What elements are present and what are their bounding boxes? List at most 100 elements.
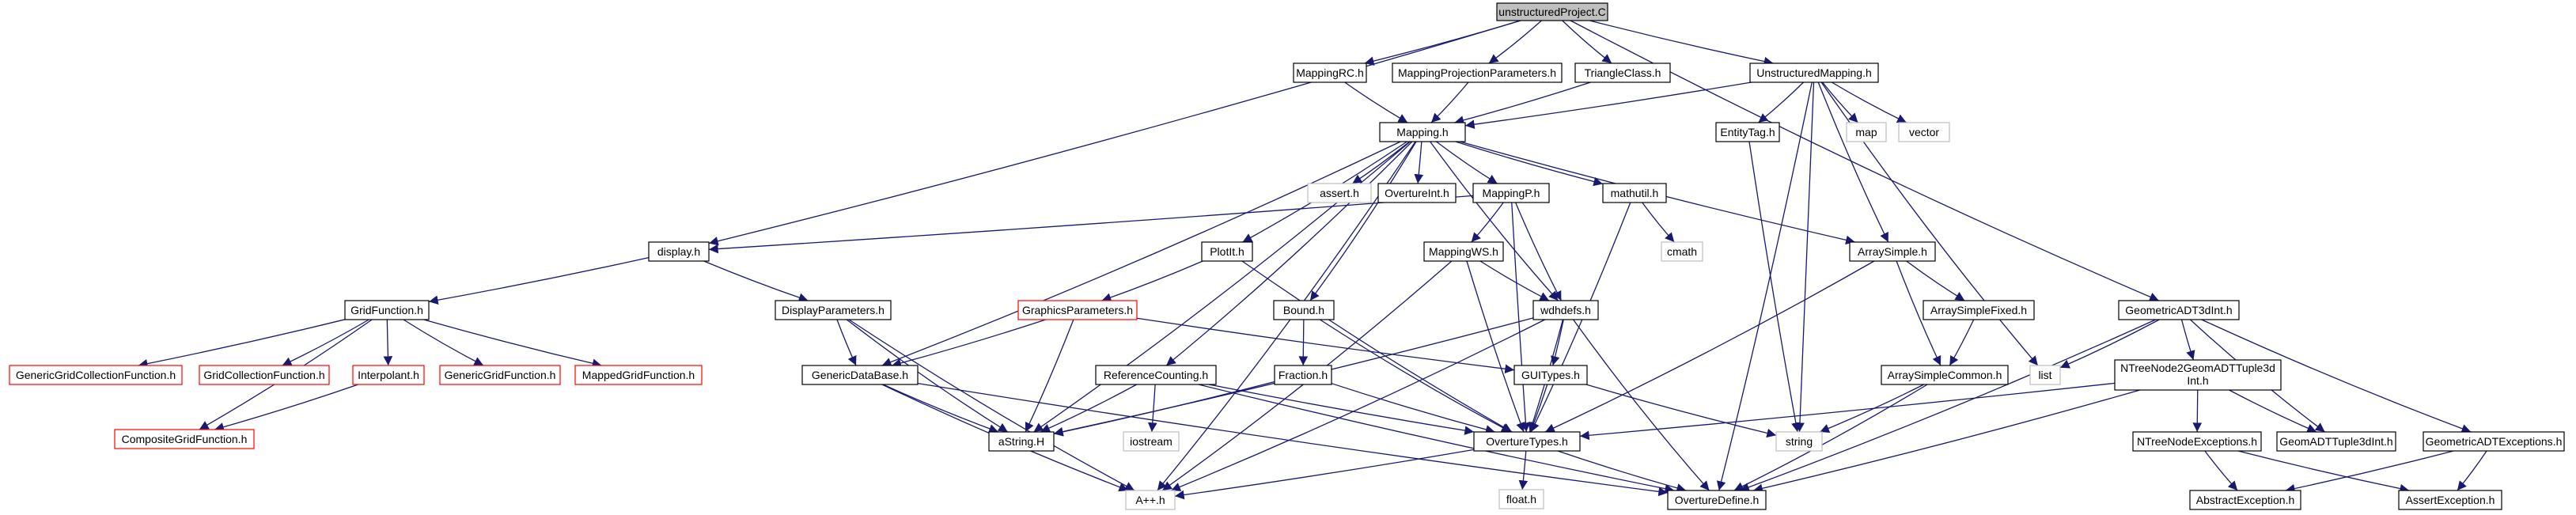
- node-mappingprojectionparameters-h[interactable]: MappingProjectionParameters.h: [1392, 62, 1563, 83]
- node-compositegridfunction-h[interactable]: CompositeGridFunction.h: [114, 429, 255, 449]
- edge-wdhdefs-to-overturedefine: [1573, 319, 1710, 491]
- node-box: [1846, 122, 1887, 142]
- node-displayparameters-h[interactable]: DisplayParameters.h: [775, 300, 892, 320]
- edge-ntn2g-to-ntnexc: [2192, 389, 2203, 433]
- edge-displayparams-to-app: [848, 319, 1135, 491]
- node-label: OvertureInt.h: [1385, 187, 1449, 199]
- node-label: Bound.h: [1283, 304, 1324, 316]
- node-vector[interactable]: vector: [1898, 122, 1950, 142]
- edge-gadt3dint-to-ntn2g: [2180, 319, 2195, 361]
- edge-bound-to-fraction: [1298, 319, 1309, 366]
- node-label: wdhdefs.h: [1540, 304, 1591, 316]
- node-cmath[interactable]: cmath: [1661, 241, 1703, 262]
- node-label: UnstructuredMapping.h: [1756, 66, 1872, 79]
- node-box: [574, 365, 703, 385]
- edge-umap-to-map: [1822, 81, 1858, 123]
- node-mappingp-h[interactable]: MappingP.h: [1472, 183, 1550, 203]
- node-gridcollectionfunction-h[interactable]: GridCollectionFunction.h: [199, 365, 330, 385]
- node-overturetypes-h[interactable]: OvertureTypes.h: [1473, 431, 1581, 452]
- node-genericgridfunction-h[interactable]: GenericGridFunction.h: [439, 365, 561, 385]
- node-overturedefine-h[interactable]: OvertureDefine.h: [1667, 490, 1767, 510]
- node-label: AssertException.h: [2406, 494, 2495, 506]
- edge-root-to-umap: [1589, 20, 1774, 66]
- node-box: [1293, 62, 1367, 83]
- node-float-h[interactable]: float.h: [1498, 489, 1544, 509]
- edge-gadtexc-to-abstractexc: [2285, 450, 2454, 494]
- node-plotit-h[interactable]: PlotIt.h: [1201, 241, 1253, 262]
- node-geometricadtexceptions-h[interactable]: GeometricADTExceptions.h: [2423, 431, 2565, 452]
- node-box: [1307, 183, 1372, 203]
- node-label: EntityTag.h: [1720, 126, 1775, 138]
- node-map[interactable]: map: [1846, 122, 1887, 142]
- node-assert-h[interactable]: assert.h: [1307, 183, 1372, 203]
- node-referencecounting-h[interactable]: ReferenceCounting.h: [1095, 365, 1217, 385]
- node-mapping-h[interactable]: Mapping.h: [1379, 122, 1466, 142]
- edge-graphicsparams-to-guitypes: [1136, 317, 1515, 374]
- node-iostream[interactable]: iostream: [1123, 431, 1180, 452]
- node-arraysimplefixed-h[interactable]: ArraySimpleFixed.h: [1923, 300, 2035, 320]
- node-unstructuredmapping-h[interactable]: UnstructuredMapping.h: [1749, 62, 1879, 83]
- node-fraction-h[interactable]: Fraction.h: [1274, 365, 1332, 385]
- edge-umap-to-overturedefine: [1716, 81, 1813, 491]
- node-box: [1881, 365, 2009, 385]
- node-label: A++.h: [1135, 494, 1165, 506]
- node-genericdatabase-h[interactable]: GenericDataBase.h: [801, 365, 919, 385]
- node-astring-h[interactable]: aString.H: [988, 431, 1055, 452]
- node-string[interactable]: string: [1775, 431, 1823, 452]
- node-gridfunction-h[interactable]: GridFunction.h: [344, 300, 430, 320]
- edge-wdhdefs-to-app: [1171, 319, 1546, 491]
- edge-umap-to-mapping: [1464, 81, 1752, 130]
- edge-mappingp-to-overturetypes: [1511, 202, 1531, 433]
- edge-entitytag-to-string: [1748, 141, 1801, 433]
- edge-arraysimple-to-overturetypes: [1544, 260, 1875, 433]
- node-graphicsparameters-h[interactable]: GraphicsParameters.h: [1017, 300, 1138, 320]
- node-display-h[interactable]: display.h: [648, 241, 710, 262]
- edge-refcount-to-iostream: [1147, 384, 1157, 433]
- node-label: GenericGridFunction.h: [445, 369, 556, 381]
- node-wdhdefs-h[interactable]: wdhdefs.h: [1532, 300, 1599, 320]
- node-genericgridcollectionfunction-h[interactable]: GenericGridCollectionFunction.h: [9, 365, 183, 385]
- node-entitytag-h[interactable]: EntityTag.h: [1715, 122, 1780, 142]
- node-ntreenodeexceptions-h[interactable]: NTreeNodeExceptions.h: [2132, 431, 2262, 452]
- node-mappedgridfunction-h[interactable]: MappedGridFunction.h: [574, 365, 703, 385]
- node-triangleclass-h[interactable]: TriangleClass.h: [1574, 62, 1671, 83]
- node-box: [1775, 431, 1823, 452]
- edge-mappingp-to-display: [708, 195, 1474, 254]
- node-arraysimplecommon-h[interactable]: ArraySimpleCommon.h: [1881, 365, 2009, 385]
- node-a-h[interactable]: A++.h: [1125, 490, 1176, 510]
- edge-mapping-to-gdb: [881, 141, 1401, 367]
- node-mappingrc-h[interactable]: MappingRC.h: [1293, 62, 1367, 83]
- edge-gridfunction-to-ggf: [403, 319, 484, 366]
- node-label: GUITypes.h: [1521, 369, 1580, 381]
- node-overtureint-h[interactable]: OvertureInt.h: [1377, 183, 1457, 203]
- node-label: cmath: [1667, 245, 1697, 258]
- node-geomadttuple3dint-h[interactable]: GeomADTTuple3dInt.h: [2276, 431, 2396, 452]
- edge-mpp-to-mapping: [1430, 81, 1469, 123]
- node-box: [801, 365, 919, 385]
- node-abstractexception-h[interactable]: AbstractException.h: [2189, 490, 2301, 510]
- node-box: [1574, 62, 1671, 83]
- node-guitypes-h[interactable]: GUITypes.h: [1513, 365, 1588, 385]
- edge-arraysimplecommon-to-string: [1820, 384, 1925, 433]
- node-label: OvertureTypes.h: [1486, 435, 1568, 448]
- node-label: PlotIt.h: [1210, 245, 1244, 258]
- node-mathutil-h[interactable]: mathutil.h: [1602, 183, 1667, 203]
- node-arraysimple-h[interactable]: ArraySimple.h: [1849, 241, 1936, 262]
- edge-ntn2g-to-gadttuple: [2229, 389, 2317, 433]
- node-box: [1392, 62, 1563, 83]
- node-interpolant-h[interactable]: Interpolant.h: [352, 365, 425, 385]
- node-label: GeometricADT3dInt.h: [2125, 304, 2232, 316]
- node-list[interactable]: list: [2029, 365, 2061, 385]
- node-mappingws-h[interactable]: MappingWS.h: [1423, 241, 1504, 262]
- node-box: [2276, 431, 2396, 452]
- node-box: [775, 300, 892, 320]
- node-geometricadt3dint-h[interactable]: GeometricADT3dInt.h: [2118, 300, 2240, 320]
- node-box: [1661, 241, 1703, 262]
- node-box: [1273, 300, 1335, 320]
- node-bound-h[interactable]: Bound.h: [1273, 300, 1335, 320]
- node-assertexception-h[interactable]: AssertException.h: [2398, 490, 2502, 510]
- node-box: [1201, 241, 1253, 262]
- edge-displayparams-to-astring: [846, 319, 1009, 433]
